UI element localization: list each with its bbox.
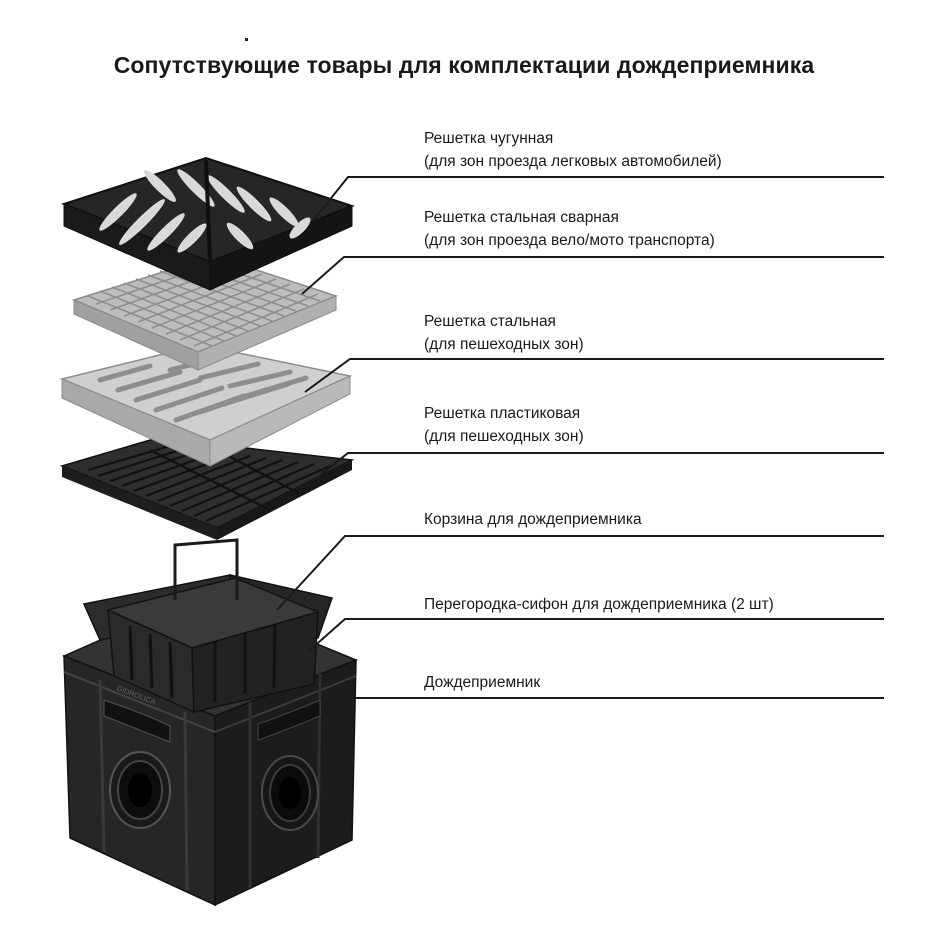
label-welded-steel-grate: Решетка стальная сварная (для зон проезд… [424, 206, 904, 252]
label-siphon-partition-name: Перегородка-сифон для дождеприемника (2 … [424, 596, 774, 613]
leader-lines [276, 176, 884, 699]
label-basket: Корзина для дождеприемника [424, 508, 904, 531]
leader-line-cast-iron-grate [311, 176, 884, 223]
label-welded-steel-grate-name: Решетка стальная сварная [424, 209, 619, 226]
label-cast-iron-grate: Решетка чугунная (для зон проезда легков… [424, 127, 904, 173]
plastic-grate-illustration [59, 437, 355, 540]
label-plastic-grate-note: (для пешеходных зон) [424, 428, 584, 445]
label-siphon-partition: Перегородка-сифон для дождеприемника (2 … [424, 593, 904, 616]
label-rain-inlet-name: Дождеприемник [424, 674, 541, 691]
label-welded-steel-grate-note: (для зон проезда вело/мото транспорта) [424, 232, 715, 249]
label-plastic-grate-name: Решетка пластиковая [424, 405, 581, 422]
stray-dot [245, 38, 248, 41]
page-title: Сопутствующие товары для комплектации до… [113, 52, 815, 78]
left-pipe-socket [109, 751, 171, 829]
label-plastic-grate: Решетка пластиковая (для пешеходных зон) [424, 402, 904, 448]
leader-line-siphon-partition [309, 618, 884, 651]
right-pipe-socket [261, 755, 319, 831]
label-steel-grate: Решетка стальная (для пешеходных зон) [424, 310, 904, 356]
label-steel-grate-name: Решетка стальная [424, 313, 556, 330]
label-steel-grate-note: (для пешеходных зон) [424, 336, 584, 353]
leader-line-welded-steel-grate [301, 256, 884, 295]
leader-line-steel-grate [304, 358, 884, 393]
cast-iron-grate-illustration [61, 156, 355, 291]
label-cast-iron-grate-note: (для зон проезда легковых автомобилей) [424, 153, 722, 170]
leader-line-basket [276, 535, 884, 611]
label-rain-inlet: Дождеприемник [424, 671, 904, 694]
basket-illustration [105, 538, 321, 714]
label-basket-name: Корзина для дождеприемника [424, 511, 642, 528]
leader-line-plastic-grate [303, 452, 884, 489]
label-cast-iron-grate-name: Решетка чугунная [424, 130, 554, 147]
